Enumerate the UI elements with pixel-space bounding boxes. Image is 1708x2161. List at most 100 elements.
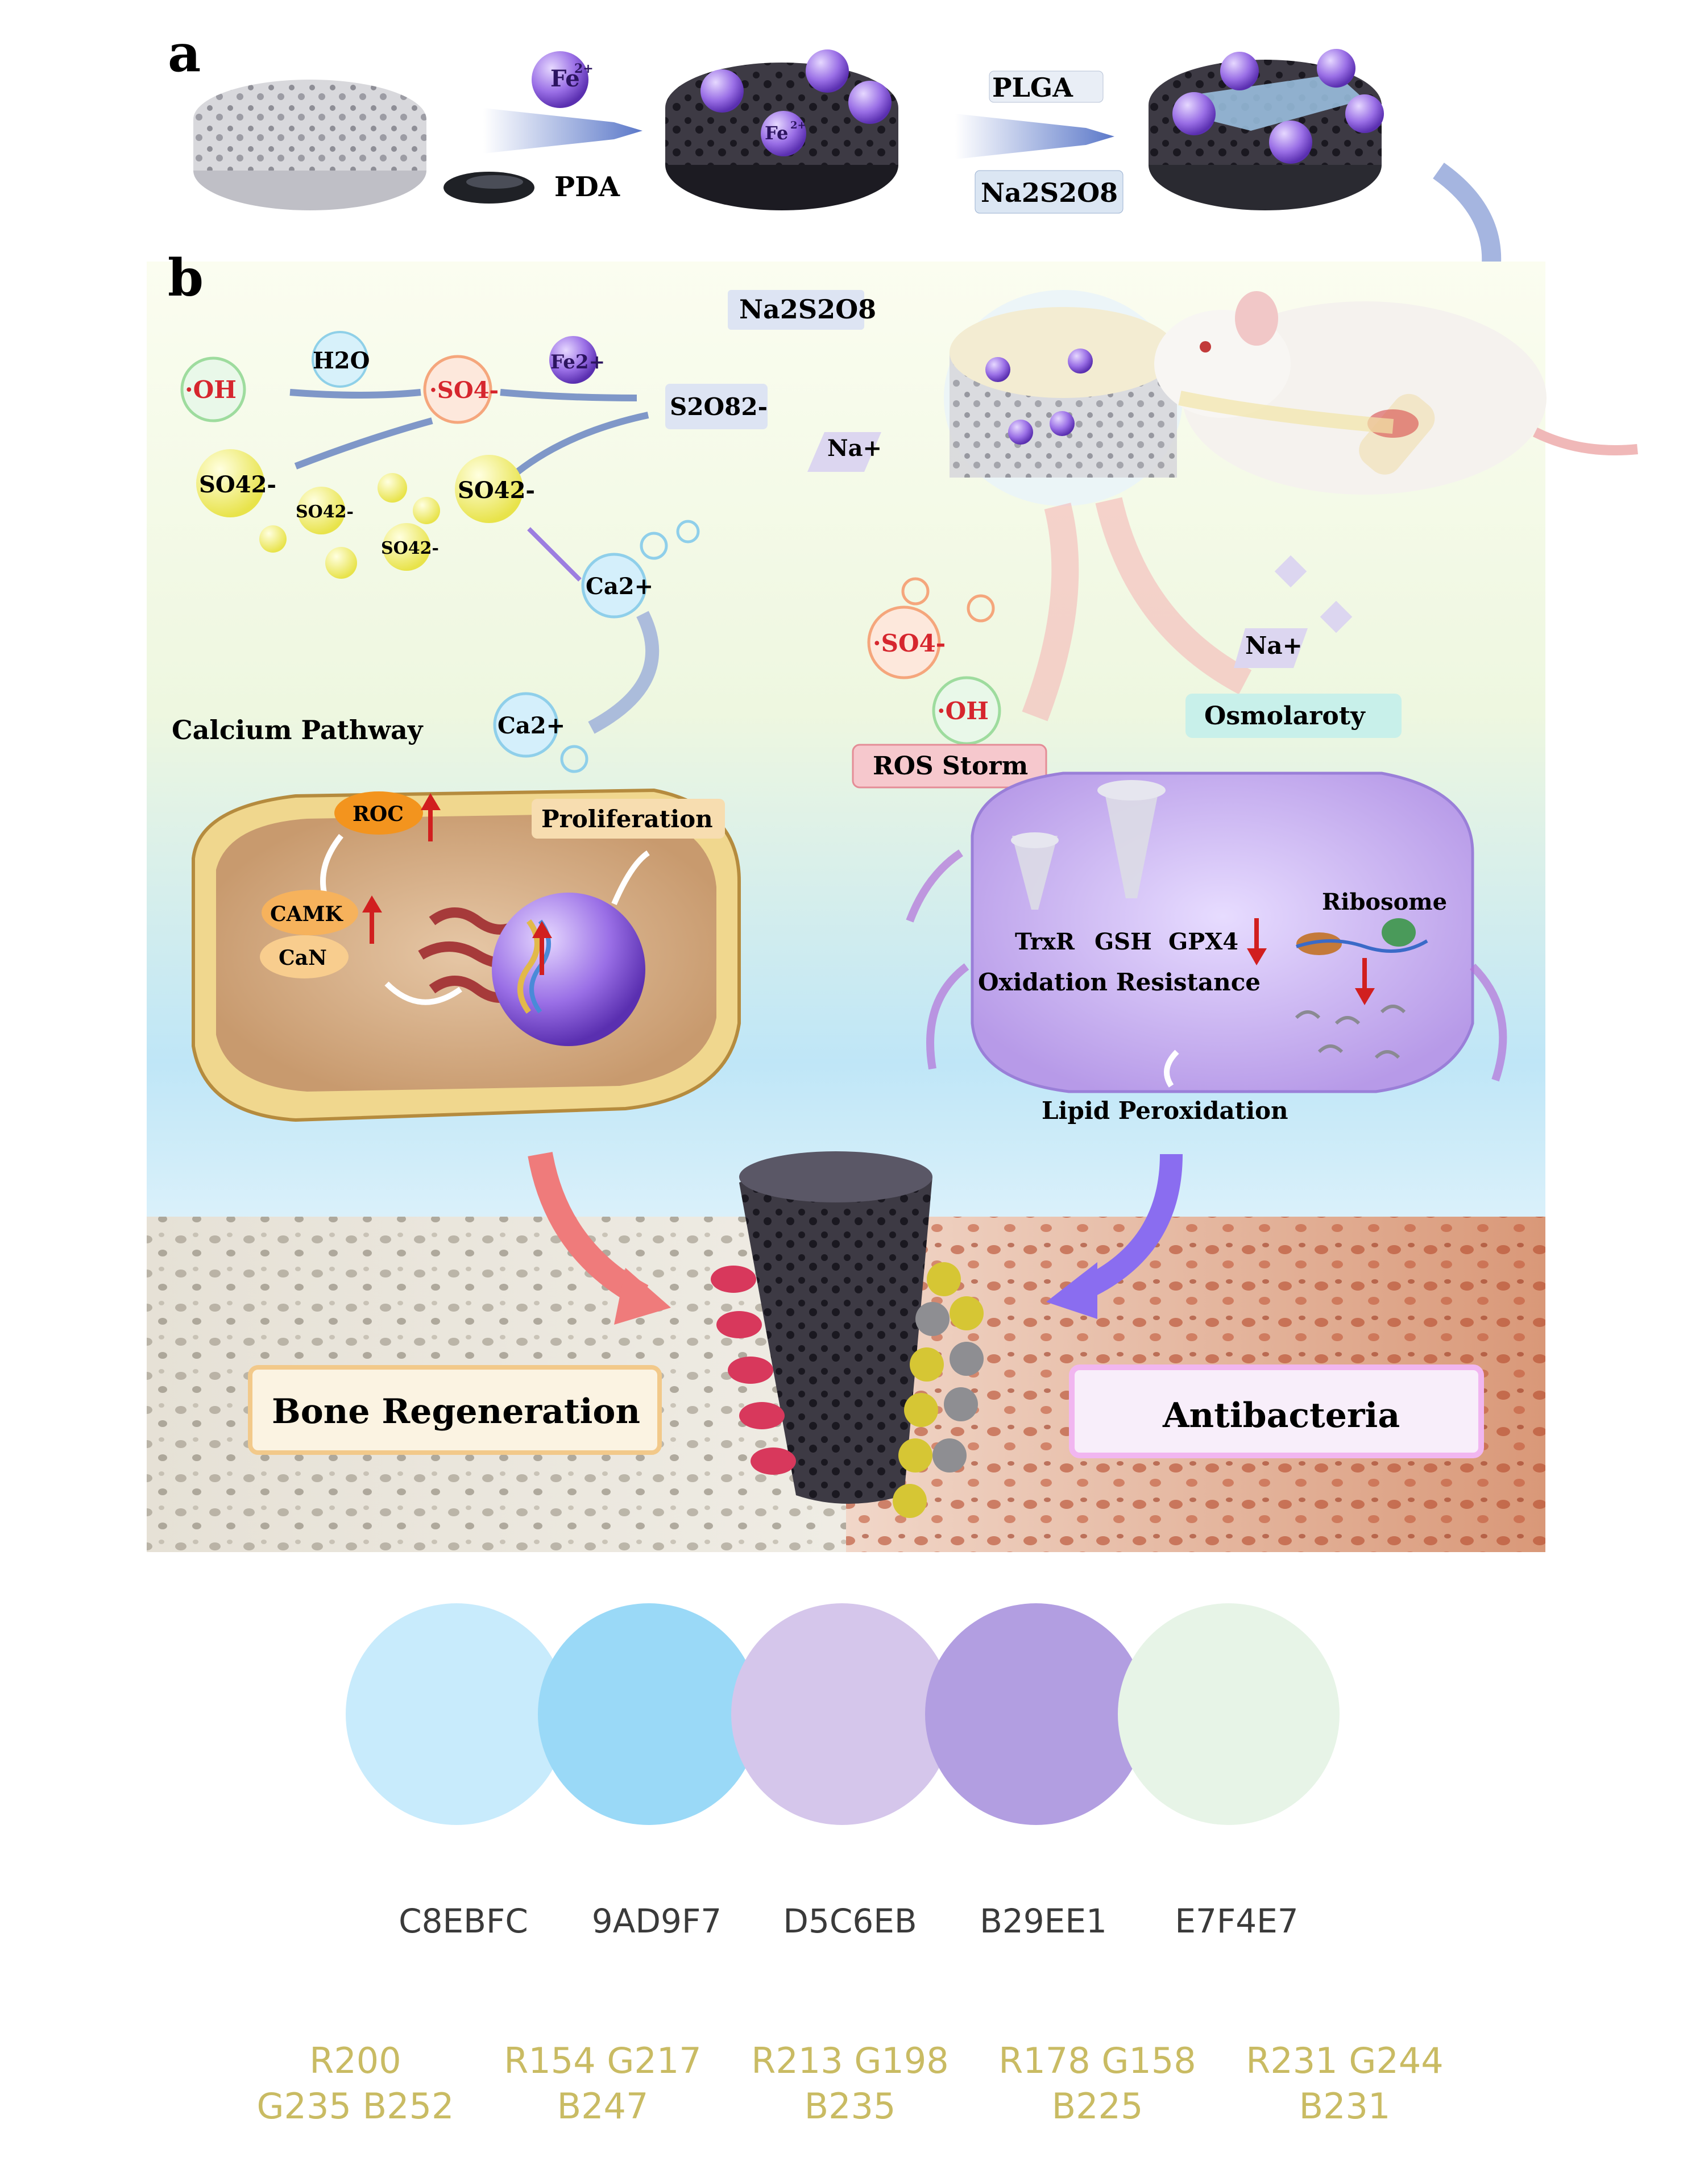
svg-text:Fe: Fe bbox=[765, 122, 788, 144]
svg-text:PLGA: PLGA bbox=[992, 72, 1073, 103]
hex-5: E7F4E7 bbox=[1175, 1902, 1299, 1940]
chem-na2s2o8: Na2S2O8 bbox=[728, 290, 876, 330]
osmolarity-badge: Osmolaroty bbox=[1185, 694, 1402, 738]
svg-text:2+: 2+ bbox=[790, 119, 806, 131]
scheme-figure: a Fe 2+ PDA Fe 2+ PLGA Na2S2O8 bbox=[147, 23, 1638, 1552]
arrow-step2 bbox=[955, 114, 1114, 159]
svg-text:Na2S2O8: Na2S2O8 bbox=[739, 294, 876, 325]
bone-regeneration-badge: Bone Regeneration bbox=[248, 1365, 662, 1455]
svg-text:SO42-: SO42- bbox=[199, 471, 276, 498]
up-arrow-camk bbox=[362, 895, 382, 944]
svg-text:2+: 2+ bbox=[574, 61, 594, 76]
swatch-1 bbox=[346, 1603, 567, 1825]
right-so4-radical: ·SO4- bbox=[867, 577, 995, 679]
swatch-3 bbox=[731, 1603, 953, 1825]
right-na-plus: Na+ bbox=[1234, 555, 1353, 668]
swatch-4 bbox=[925, 1603, 1147, 1825]
camk-badge: CAMK bbox=[262, 890, 358, 935]
right-oh: ·OH bbox=[932, 676, 1001, 745]
svg-text:Na2S2O8: Na2S2O8 bbox=[981, 177, 1118, 208]
hex-1: C8EBFC bbox=[399, 1902, 528, 1940]
implant-dissolution bbox=[944, 290, 1183, 506]
proliferation-badge: Proliferation bbox=[532, 799, 725, 839]
hex-2: 9AD9F7 bbox=[591, 1902, 722, 1940]
svg-text:SO42-: SO42- bbox=[381, 538, 439, 558]
plga-scaffold bbox=[1149, 49, 1384, 210]
svg-text:CAMK: CAMK bbox=[270, 902, 343, 926]
can-badge: CaN bbox=[260, 935, 349, 978]
chem-so4-radical: ·SO4- bbox=[423, 355, 499, 424]
svg-text:ROC: ROC bbox=[353, 802, 404, 826]
svg-text:Na+: Na+ bbox=[1245, 632, 1303, 660]
chem-s2o8: S2O82- bbox=[665, 384, 768, 429]
arrow-to-bacteria bbox=[1075, 1154, 1183, 1301]
antibacteria-badge: Antibacteria bbox=[1069, 1364, 1484, 1458]
calcium-pathway-label: Calcium Pathway bbox=[172, 715, 424, 745]
svg-text:SO42-: SO42- bbox=[296, 502, 354, 522]
arrow-to-bone bbox=[528, 1152, 649, 1308]
svg-text:Fe2+: Fe2+ bbox=[550, 351, 605, 374]
chem-so4-ions: SO42- SO42- SO42- SO42- bbox=[196, 449, 535, 579]
up-arrow-roc bbox=[421, 793, 441, 841]
bacterium-cell bbox=[906, 772, 1507, 1093]
oxidation-resistance-label: Oxidation Resistance bbox=[978, 968, 1261, 996]
svg-text:SO42-: SO42- bbox=[458, 477, 535, 504]
ribosome-graphic bbox=[1296, 918, 1428, 955]
svg-text:ROS Storm: ROS Storm bbox=[873, 752, 1028, 781]
white-scaffold bbox=[193, 80, 426, 210]
bacteria-beads bbox=[893, 1262, 984, 1518]
gpx4-label: GPX4 bbox=[1168, 928, 1238, 955]
svg-text:Bone Regeneration: Bone Regeneration bbox=[272, 1392, 640, 1432]
svg-text:Ribosome: Ribosome bbox=[1322, 889, 1447, 915]
svg-text:Osmolaroty: Osmolaroty bbox=[1204, 702, 1366, 731]
down-arrow-gpx4 bbox=[1247, 918, 1267, 965]
svg-text:Antibacteria: Antibacteria bbox=[1162, 1396, 1400, 1436]
svg-text:·SO4-: ·SO4- bbox=[429, 377, 499, 404]
svg-text:Na+: Na+ bbox=[827, 435, 882, 462]
svg-text:·OH: ·OH bbox=[937, 697, 989, 725]
chem-ca2-top: Ca2+ bbox=[581, 520, 700, 619]
rna-fragments bbox=[1295, 1005, 1406, 1059]
chem-h2o: H2O bbox=[312, 331, 370, 388]
lipid-peroxidation-label: Lipid Peroxidation bbox=[1042, 1097, 1288, 1125]
svg-text:CaN: CaN bbox=[279, 946, 327, 970]
plga-label: PLGA bbox=[989, 70, 1104, 103]
gsh-label: GSH bbox=[1095, 928, 1152, 955]
arrow-step1 bbox=[483, 108, 642, 154]
svg-text:S2O82-: S2O82- bbox=[670, 393, 768, 421]
svg-text:Ca2+: Ca2+ bbox=[498, 712, 565, 739]
na2s2o8-label-top: Na2S2O8 bbox=[975, 170, 1124, 214]
ros-storm-badge: ROS Storm bbox=[852, 744, 1047, 789]
swatch-5 bbox=[1118, 1603, 1340, 1825]
antioxidant-labels: TrxR GSH GPX4 bbox=[1015, 928, 1238, 955]
up-arrow-nucleus bbox=[532, 921, 552, 975]
panel-b-label: b bbox=[168, 248, 204, 308]
svg-text:Fe: Fe bbox=[550, 65, 580, 92]
trxr-label: TrxR bbox=[1015, 928, 1075, 955]
roc-badge: ROC bbox=[334, 791, 423, 835]
svg-text:·OH: ·OH bbox=[185, 376, 237, 404]
swatch-2 bbox=[538, 1603, 760, 1825]
ribosome-label: Ribosome bbox=[1322, 889, 1447, 915]
fe-ion-top: Fe 2+ bbox=[532, 51, 594, 108]
osteoblast-cell bbox=[192, 788, 741, 1122]
pda-label: PDA bbox=[554, 171, 620, 203]
hex-3: D5C6EB bbox=[783, 1902, 917, 1940]
chem-na-plus: Na+ bbox=[807, 432, 882, 472]
chem-oh: ·OH bbox=[180, 356, 246, 422]
svg-text:H2O: H2O bbox=[313, 347, 370, 374]
ca2-cell-ion: Ca2+ bbox=[493, 692, 588, 773]
implant-cone bbox=[739, 1151, 932, 1504]
svg-text:·SO4-: ·SO4- bbox=[873, 629, 946, 657]
pda-coated-scaffold: Fe 2+ bbox=[665, 49, 898, 210]
osteoblasts bbox=[711, 1266, 796, 1475]
panel-a-label: a bbox=[168, 23, 201, 84]
down-arrow-ribosome bbox=[1355, 958, 1375, 1005]
chem-fe2: Fe2+ bbox=[549, 336, 605, 384]
hex-4: B29EE1 bbox=[980, 1902, 1107, 1940]
